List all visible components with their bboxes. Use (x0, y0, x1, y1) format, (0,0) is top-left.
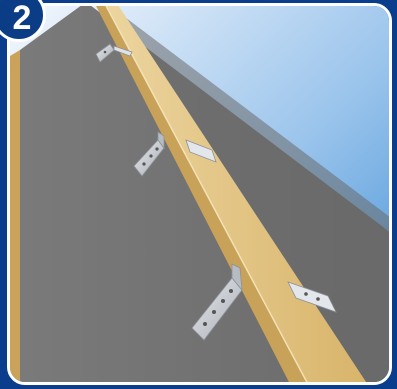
roof-scene (10, 6, 392, 385)
step-number: 2 (7, 1, 32, 39)
illustration-panel (7, 3, 392, 385)
